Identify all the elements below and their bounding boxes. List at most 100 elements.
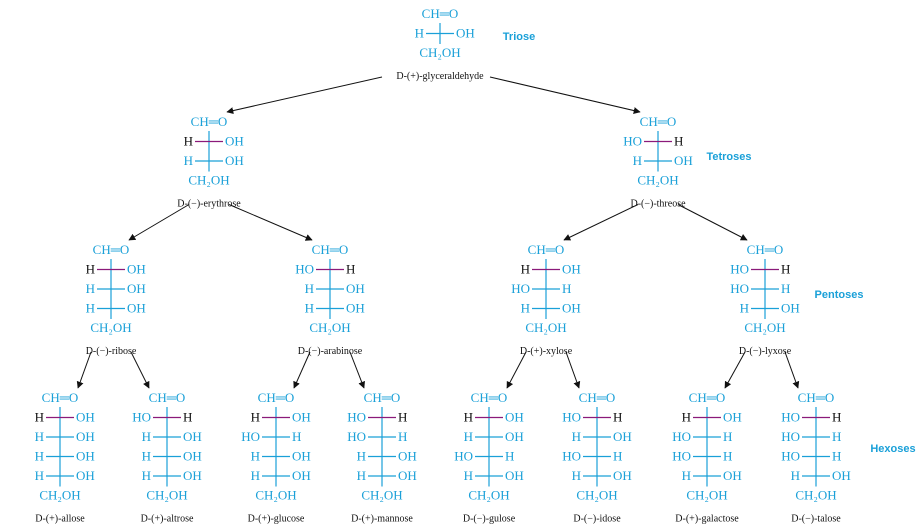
- left-substituent: HO: [295, 262, 314, 277]
- aldehyde-group: CH═O: [579, 390, 616, 405]
- hydroxymethyl-group: CH₂OH: [90, 320, 131, 335]
- sugar-name: D-(−)-lyxose: [739, 346, 792, 357]
- derivation-arrow: [677, 204, 748, 241]
- level-label: Triose: [503, 31, 535, 43]
- right-substituent: H: [183, 410, 192, 425]
- hydroxymethyl-group: CH₂OH: [419, 45, 460, 60]
- derivation-arrow: [565, 351, 581, 389]
- right-substituent: H: [723, 429, 732, 444]
- left-substituent: HO: [781, 410, 800, 425]
- left-substituent: HO: [132, 410, 151, 425]
- derivation-arrow: [130, 351, 150, 389]
- left-substituent: H: [791, 468, 800, 483]
- left-substituent: H: [35, 449, 44, 464]
- right-substituent: OH: [127, 262, 146, 277]
- left-substituent: HO: [562, 410, 581, 425]
- left-substituent: HO: [347, 410, 366, 425]
- right-substituent: OH: [613, 468, 632, 483]
- left-substituent: H: [142, 429, 151, 444]
- left-substituent: H: [464, 468, 473, 483]
- aldehyde-group: CH═O: [471, 390, 508, 405]
- left-substituent: H: [682, 468, 691, 483]
- level-label: Pentoses: [815, 289, 864, 301]
- left-substituent: H: [251, 449, 260, 464]
- right-substituent: OH: [127, 301, 146, 316]
- aldehyde-group: CH═O: [42, 390, 79, 405]
- left-substituent: H: [633, 153, 642, 168]
- derivation-arrow: [506, 351, 527, 389]
- left-substituent: H: [86, 301, 95, 316]
- left-substituent: H: [35, 410, 44, 425]
- right-substituent: H: [613, 410, 622, 425]
- right-substituent: OH: [723, 410, 742, 425]
- derivation-arrow: [489, 76, 641, 114]
- hydroxymethyl-group: CH₂OH: [39, 488, 80, 503]
- right-substituent: OH: [674, 153, 693, 168]
- right-substituent: H: [398, 429, 407, 444]
- right-substituent: OH: [225, 134, 244, 149]
- left-substituent: H: [521, 262, 530, 277]
- left-substituent: HO: [672, 429, 691, 444]
- hydroxymethyl-group: CH₂OH: [361, 488, 402, 503]
- aldehyde-group: CH═O: [191, 114, 228, 129]
- right-substituent: OH: [398, 449, 417, 464]
- right-substituent: OH: [398, 468, 417, 483]
- right-substituent: OH: [832, 468, 851, 483]
- aldehyde-group: CH═O: [640, 114, 677, 129]
- aldehyde-group: CH═O: [149, 390, 186, 405]
- left-substituent: H: [464, 429, 473, 444]
- hydroxymethyl-group: CH₂OH: [576, 488, 617, 503]
- left-substituent: HO: [730, 262, 749, 277]
- left-substituent: HO: [562, 449, 581, 464]
- sugar-name: D-(+)-xylose: [520, 346, 573, 357]
- derivation-arrow: [128, 204, 190, 241]
- left-substituent: H: [464, 410, 473, 425]
- sugar-name: D-(−)-threose: [630, 199, 686, 210]
- derivation-arrow: [724, 351, 746, 389]
- left-substituent: H: [682, 410, 691, 425]
- left-substituent: HO: [454, 449, 473, 464]
- derivation-arrow: [76, 351, 92, 389]
- sugar-name: D-(−)-gulose: [463, 514, 516, 525]
- derivation-arrow: [293, 351, 311, 389]
- hydroxymethyl-group: CH₂OH: [637, 173, 678, 188]
- sugar-name: D-(+)-altrose: [141, 514, 194, 525]
- right-substituent: OH: [781, 301, 800, 316]
- right-substituent: OH: [505, 468, 524, 483]
- left-substituent: H: [305, 301, 314, 316]
- right-substituent: H: [781, 281, 790, 296]
- left-substituent: H: [86, 262, 95, 277]
- right-substituent: H: [832, 429, 841, 444]
- hydroxymethyl-group: CH₂OH: [146, 488, 187, 503]
- right-substituent: OH: [183, 449, 202, 464]
- right-substituent: OH: [292, 410, 311, 425]
- left-substituent: HO: [241, 429, 260, 444]
- hydroxymethyl-group: CH₂OH: [468, 488, 509, 503]
- left-substituent: H: [86, 281, 95, 296]
- left-substituent: H: [35, 429, 44, 444]
- derivation-arrow: [349, 351, 365, 389]
- right-substituent: H: [292, 429, 301, 444]
- right-substituent: H: [562, 281, 571, 296]
- right-substituent: OH: [723, 468, 742, 483]
- right-substituent: H: [613, 449, 622, 464]
- sugar-name: D-(−)-talose: [791, 514, 841, 525]
- left-substituent: H: [305, 281, 314, 296]
- left-substituent: H: [184, 153, 193, 168]
- right-substituent: OH: [76, 410, 95, 425]
- sugar-name: D-(−)-arabinose: [298, 346, 363, 357]
- sugar-name: D-(+)-galactose: [675, 514, 739, 525]
- right-substituent: H: [346, 262, 355, 277]
- left-substituent: H: [572, 468, 581, 483]
- left-substituent: HO: [672, 449, 691, 464]
- hydroxymethyl-group: CH₂OH: [525, 320, 566, 335]
